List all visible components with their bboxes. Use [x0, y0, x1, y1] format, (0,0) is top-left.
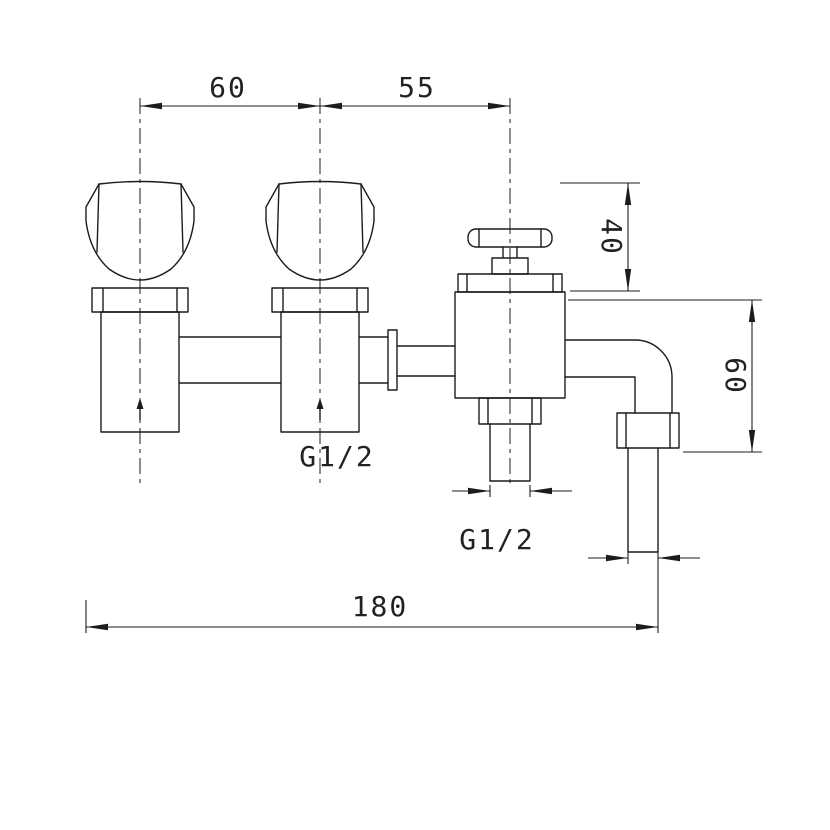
- fixture-outline: [85, 180, 680, 553]
- arrowhead-top-icon: [748, 300, 756, 322]
- arrowhead-left-icon: [468, 487, 490, 495]
- tee-handle-stem: [502, 246, 518, 259]
- spout-nut: [616, 412, 680, 449]
- arrowhead-bottom-icon: [748, 430, 756, 452]
- dim-label-valve-head-height: 40: [595, 218, 628, 256]
- arrowhead-left-icon: [320, 102, 342, 110]
- arrowhead-top-icon: [624, 183, 632, 205]
- arrowhead-left-icon: [140, 102, 162, 110]
- dim-label-handle-spacing: 60: [209, 71, 247, 104]
- dim-extension-lines: [489, 485, 531, 497]
- arrowhead-left-icon: [86, 623, 108, 631]
- valve-lower-hex-facets: [487, 397, 533, 425]
- dim-label-overall-width: 180: [352, 590, 409, 623]
- arrowhead-right-icon: [636, 623, 658, 631]
- dim-handle-spacing: 60: [140, 71, 320, 110]
- thread-label-spout: G1/2: [459, 523, 534, 556]
- dim-extension-lines: [568, 299, 762, 453]
- spout-nut-facets: [625, 412, 671, 449]
- dimensions: 60 55 40 60: [85, 71, 762, 633]
- cross-pipe-left: [178, 336, 282, 384]
- centerlines: [139, 98, 511, 486]
- dim-label-spout-drop: 60: [719, 357, 752, 395]
- spout-inner-wall: [564, 376, 636, 414]
- dim-spout-drop: 60: [568, 299, 762, 453]
- arrowhead-right-icon: [530, 487, 552, 495]
- arrowhead-right-icon: [298, 102, 320, 110]
- spout-outer-wall: [564, 339, 673, 414]
- arrowhead-right-icon: [488, 102, 510, 110]
- tee-handle-facets: [478, 228, 542, 248]
- dim-spout-thread: G1/2: [459, 523, 700, 564]
- arrowhead-bottom-icon: [624, 269, 632, 291]
- dim-valve-head-height: 40: [560, 182, 640, 292]
- dim-valve-thread: G1/2: [299, 440, 572, 497]
- cross-pipe-right: [358, 336, 389, 384]
- spout-outlet-pipe: [627, 447, 659, 553]
- thread-label-valve: G1/2: [299, 440, 374, 473]
- arrowhead-left-icon: [606, 554, 628, 562]
- pipe-flange: [387, 329, 398, 391]
- pipe-to-valve: [396, 345, 456, 377]
- dim-overall-width: 180: [85, 552, 659, 633]
- arrowhead-right-icon: [658, 554, 680, 562]
- spout: [564, 339, 680, 553]
- dim-handle-to-valve: 55: [320, 71, 510, 110]
- dim-label-handle-to-valve: 55: [398, 71, 436, 104]
- valve-bonnet-facets: [466, 273, 554, 293]
